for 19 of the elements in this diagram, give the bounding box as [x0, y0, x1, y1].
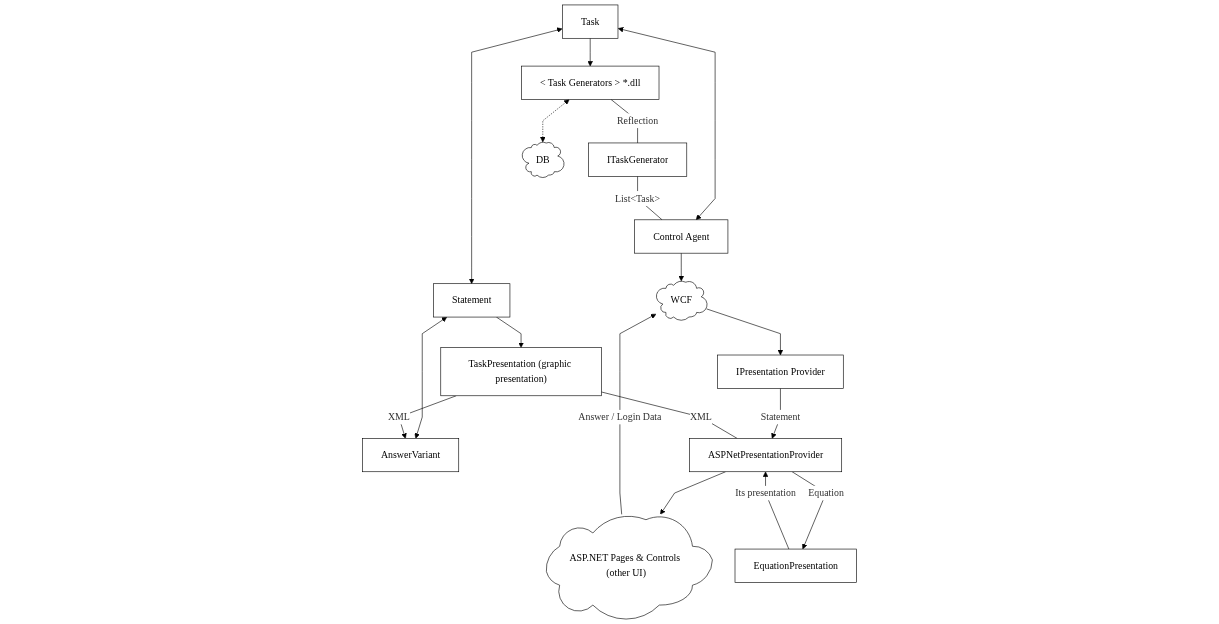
node-box: IPresentation Provider [717, 354, 844, 389]
edge-label: XML [387, 411, 410, 423]
edge-label: Statement [760, 411, 801, 423]
node-box: ITaskGenerator [588, 142, 688, 177]
node-box: Statement [433, 283, 511, 318]
edge-label: Equation [808, 487, 844, 498]
node-box: Control Agent [634, 219, 729, 254]
edge-label: List<Task> [615, 192, 661, 204]
edge-label: Its presentation [735, 487, 796, 498]
node-box: Task [562, 4, 619, 39]
edge-label: XML [689, 411, 712, 423]
node-box: EquationPresentation [734, 548, 857, 583]
node-box: TaskPresentation (graphic presentation) [440, 347, 602, 397]
node-box: AnswerVariant [362, 438, 460, 473]
node-box: ASPNetPresentationProvider [689, 438, 842, 473]
edge-label: Reflection [617, 115, 659, 126]
connector [601, 391, 738, 439]
edge-label: Answer / Login Data [578, 411, 662, 423]
node-box: < Task Generators > *.dll [521, 65, 660, 100]
